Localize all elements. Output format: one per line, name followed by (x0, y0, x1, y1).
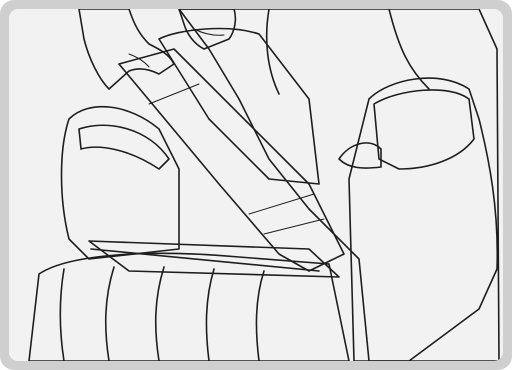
seat-backrest (179, 9, 499, 361)
seat-cover-illustration (9, 9, 503, 361)
seat-right-wing (349, 78, 497, 361)
seat-cover-top (159, 29, 319, 184)
seat-cushion-rib (60, 269, 64, 361)
hand-icon (79, 9, 174, 89)
seat-backrest-contour (389, 9, 429, 89)
seat-right-wing-flap (374, 90, 474, 169)
seat-cushion-rib (256, 271, 264, 361)
illustration-panel (9, 9, 503, 361)
seat-cushion-rib (156, 267, 164, 361)
seat-cushion-rib (206, 269, 214, 361)
seat-cover-fold-line (264, 219, 324, 234)
seat-left-wing-fold (79, 125, 169, 169)
seat-cover (119, 49, 344, 271)
seat-right-wing-fold (339, 143, 381, 168)
seat-cushion-rib (106, 267, 114, 361)
seat-cover-fold-line (149, 84, 199, 104)
